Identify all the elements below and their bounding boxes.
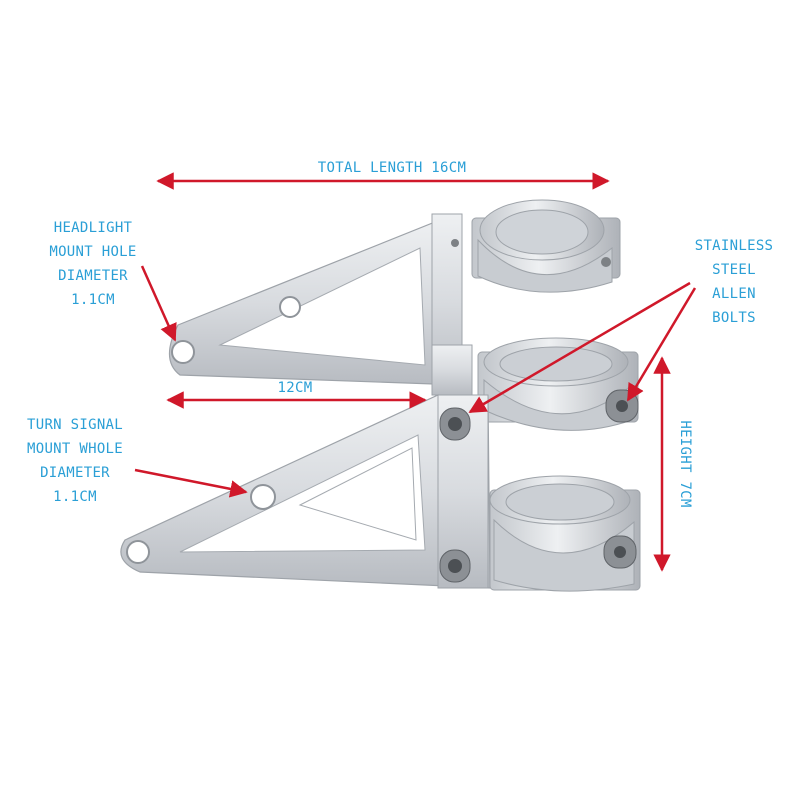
height-label: HEIGHT 7CM bbox=[677, 420, 693, 508]
bolt-icon bbox=[448, 417, 462, 431]
bolt-icon bbox=[601, 257, 611, 267]
headlight-hole-arrow bbox=[140, 265, 177, 342]
bolt-arrow-1 bbox=[468, 281, 691, 414]
mid-length-label: 12CM bbox=[277, 380, 313, 396]
dimension-arrows bbox=[134, 172, 697, 572]
bolt-icon bbox=[616, 400, 628, 412]
turn-signal-hole-arrow bbox=[134, 468, 248, 498]
bolts-label: STAINLESS STEEL ALLEN BOLTS bbox=[694, 238, 774, 326]
bolt-icon bbox=[448, 559, 462, 573]
lower-bracket bbox=[120, 394, 641, 592]
total-length-label: TOTAL LENGTH 16CM bbox=[317, 160, 467, 176]
turn-signal-hole-label: TURN SIGNAL MOUNT WHOLE DIAMETER 1.1CM bbox=[26, 417, 124, 505]
bolt-icon bbox=[451, 239, 459, 247]
bolt-icon bbox=[614, 546, 626, 558]
headlight-hole-label: HEADLIGHT MOUNT HOLE DIAMETER 1.1CM bbox=[49, 220, 137, 308]
headlight-mount-hole bbox=[171, 340, 195, 364]
turn-signal-mount-hole bbox=[250, 484, 276, 510]
bolt-arrow-2 bbox=[626, 287, 697, 402]
